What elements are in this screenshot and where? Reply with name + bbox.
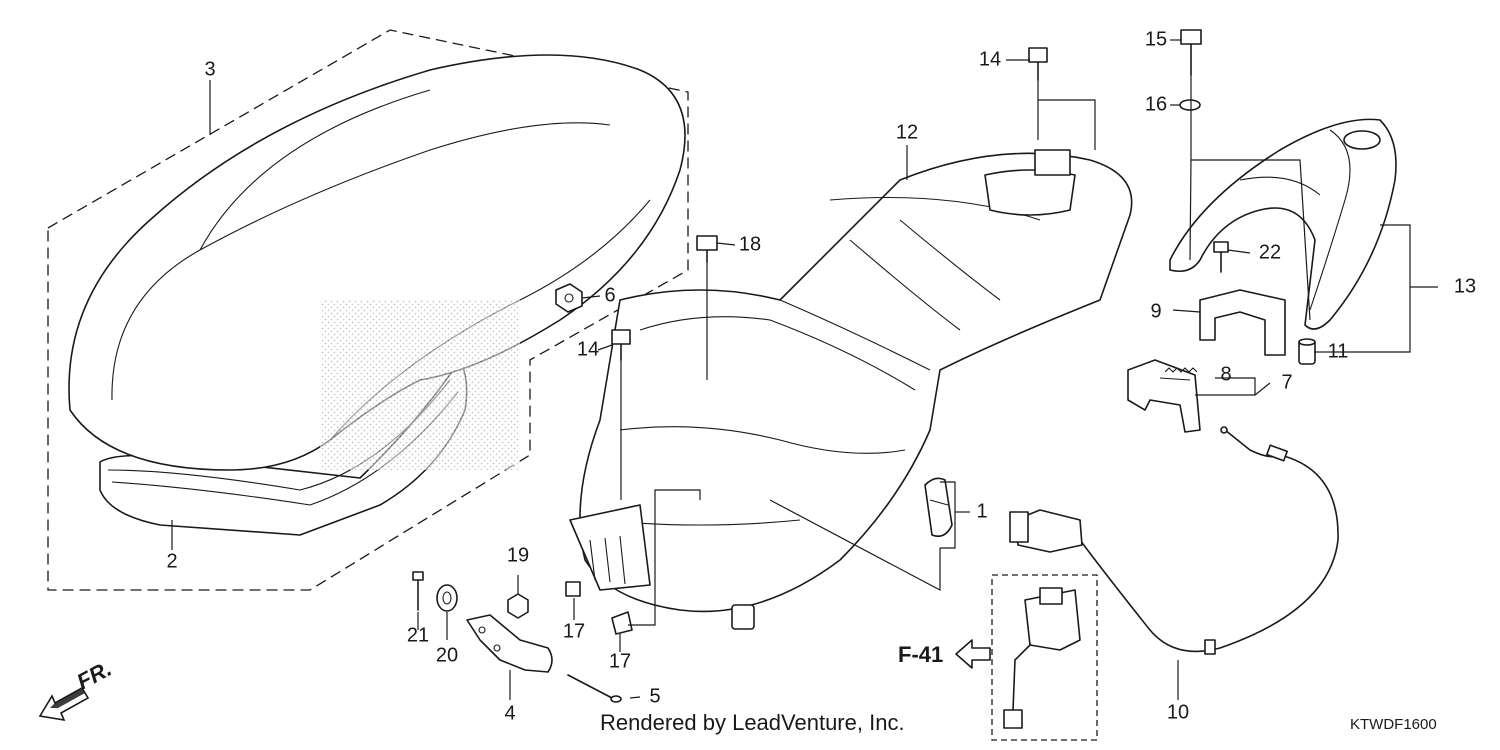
bolt-part-21[interactable] bbox=[412, 571, 424, 611]
section-reference[interactable]: F-41 bbox=[898, 642, 943, 667]
lock-assembly-box bbox=[991, 574, 1098, 741]
callout-20: 20 bbox=[436, 644, 458, 666]
clip-part-1[interactable] bbox=[924, 477, 953, 538]
clip-part-17a[interactable] bbox=[565, 581, 581, 597]
collar-part-11[interactable] bbox=[1298, 338, 1316, 365]
bracket-part-9[interactable] bbox=[1199, 289, 1286, 356]
callout-10: 10 bbox=[1167, 701, 1189, 723]
callout-4: 4 bbox=[504, 702, 515, 724]
bolt-part-14-top[interactable] bbox=[1028, 47, 1048, 81]
bolt-part-22[interactable] bbox=[1213, 241, 1229, 273]
render-credit: Rendered by LeadVenture, Inc. bbox=[600, 710, 905, 735]
pin-part-5[interactable] bbox=[567, 674, 622, 703]
reference-arrow-icon bbox=[955, 639, 991, 669]
callout-6: 6 bbox=[604, 284, 615, 306]
callout-3: 3 bbox=[204, 58, 215, 80]
seat-hinge-part-4[interactable] bbox=[466, 614, 553, 673]
callout-7: 7 bbox=[1281, 371, 1292, 393]
callout-21: 21 bbox=[407, 624, 429, 646]
callout-17-a: 17 bbox=[563, 620, 585, 642]
callout-2: 2 bbox=[166, 550, 177, 572]
bolt-part-18[interactable] bbox=[696, 235, 718, 263]
callout-13: 13 bbox=[1454, 275, 1476, 297]
clip-part-17b[interactable] bbox=[611, 611, 633, 635]
callout-15: 15 bbox=[1145, 28, 1167, 50]
nut-part-6[interactable] bbox=[555, 283, 583, 313]
callout-22: 22 bbox=[1259, 241, 1281, 263]
washer-part-16[interactable] bbox=[1179, 99, 1201, 111]
seat-cushion-part[interactable] bbox=[68, 54, 686, 471]
bolt-part-15[interactable] bbox=[1180, 29, 1202, 76]
nut-part-19[interactable] bbox=[507, 593, 529, 619]
callout-11: 11 bbox=[1328, 340, 1349, 362]
seat-group-box bbox=[47, 29, 689, 591]
callout-9: 9 bbox=[1150, 300, 1161, 322]
spring-part-8[interactable] bbox=[1164, 367, 1198, 373]
front-label: FR. bbox=[73, 656, 116, 695]
rubber-part-20[interactable] bbox=[436, 584, 458, 612]
rear-carrier-part[interactable] bbox=[1169, 118, 1397, 330]
lock-actuator[interactable] bbox=[1003, 587, 1081, 729]
callout-17-b: 17 bbox=[609, 650, 631, 672]
callout-1: 1 bbox=[976, 500, 987, 522]
callout-12: 12 bbox=[896, 121, 918, 143]
callout-18: 18 bbox=[739, 233, 761, 255]
hinge-part-7[interactable] bbox=[1127, 359, 1201, 433]
callout-8: 8 bbox=[1220, 363, 1231, 385]
callout-14-top: 14 bbox=[979, 48, 1001, 70]
callout-5: 5 bbox=[649, 685, 660, 707]
front-direction-indicator: FR. bbox=[38, 656, 116, 722]
callout-16: 16 bbox=[1145, 93, 1167, 115]
callout-19: 19 bbox=[507, 544, 529, 566]
bolt-part-14-left[interactable] bbox=[611, 329, 631, 361]
watermark-area bbox=[320, 300, 520, 470]
callout-14-left: 14 bbox=[577, 338, 599, 360]
diagram-code: KTWDF1600 bbox=[1350, 716, 1437, 733]
seat-lock-switch[interactable] bbox=[1009, 509, 1083, 553]
seat-lock-cable-part[interactable] bbox=[1079, 429, 1339, 653]
